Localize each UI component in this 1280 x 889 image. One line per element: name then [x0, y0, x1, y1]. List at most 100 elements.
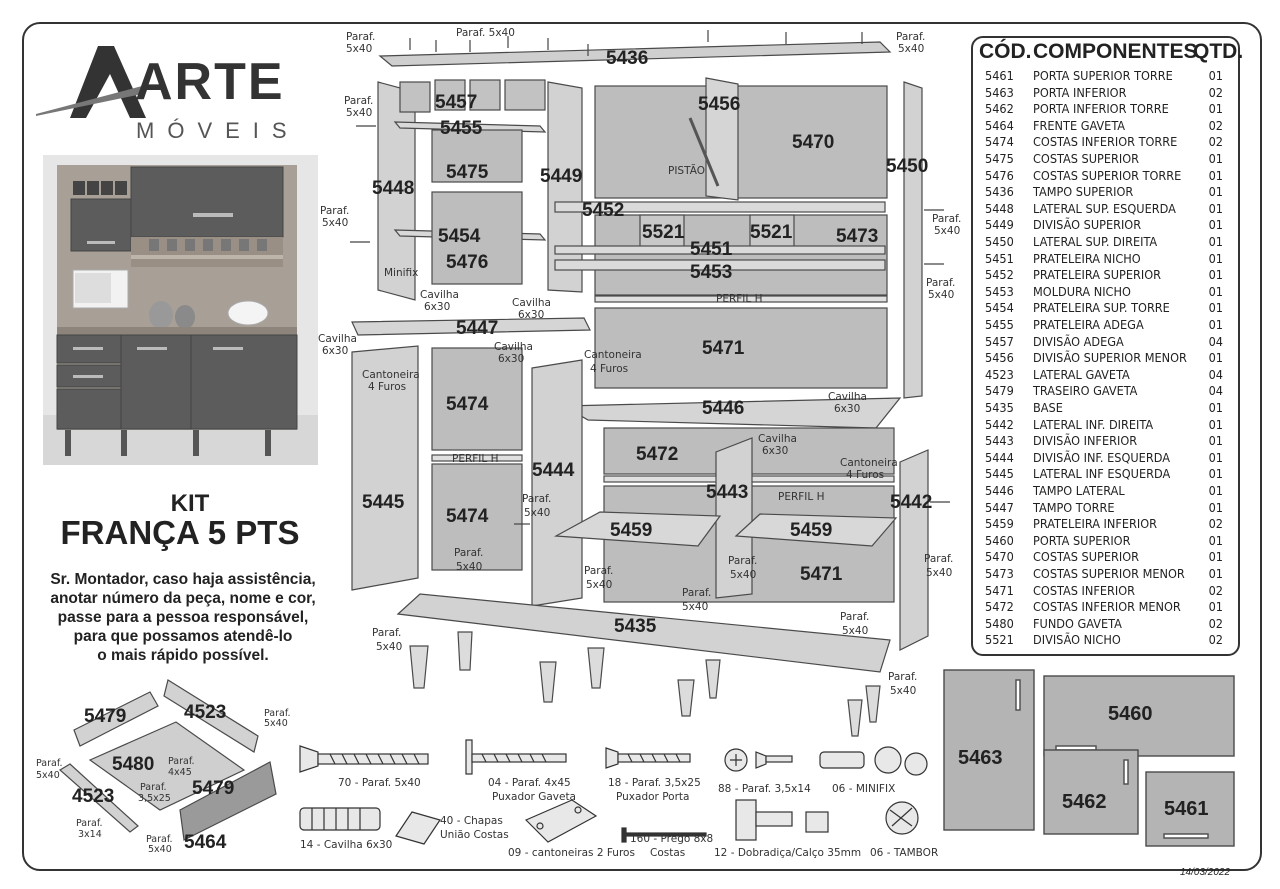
cell-name: COSTAS INFERIOR TORRE — [1033, 134, 1178, 150]
callout-text: 6x30 — [834, 403, 860, 415]
callout-text: Paraf. — [584, 565, 613, 577]
cell-qty: 01 — [1208, 483, 1223, 498]
callout-text: 5x40 — [682, 601, 708, 613]
part-label: 5446 — [702, 398, 744, 419]
note-line: para que possamos atendê-lo — [73, 628, 293, 645]
part-label: 5459 — [610, 520, 652, 541]
hardware-label: 09 - cantoneiras 2 Furos — [508, 847, 635, 859]
cell-code: 5473 — [985, 566, 1014, 581]
note-line: o mais rápido possível. — [97, 647, 269, 664]
cell-code: 5444 — [985, 449, 1014, 465]
door-5460 — [1043, 675, 1235, 757]
cell-qty: 01 — [1208, 184, 1223, 200]
document-date: 14/03/2022 — [1180, 867, 1231, 878]
callout-text: Paraf. — [372, 627, 401, 639]
part-label: 5447 — [456, 318, 498, 339]
callout-text: 6x30 — [498, 353, 524, 365]
nail-icon — [621, 827, 707, 843]
cell-qty: 01 — [1208, 599, 1223, 615]
cell-qty: 01 — [1208, 499, 1223, 515]
cell-qty: 01 — [1208, 433, 1223, 449]
part-label: 5454 — [438, 226, 481, 247]
callout-text: Cavilha — [828, 391, 867, 403]
cell-name: LATERAL INF. DIREITA — [1033, 416, 1154, 432]
cell-qty: 04 — [1208, 333, 1223, 349]
part-label: 5451 — [690, 239, 733, 260]
part-label: 5456 — [698, 94, 740, 115]
plate-icon — [395, 811, 441, 845]
cell-code: 5471 — [985, 582, 1014, 598]
callout-text: Paraf. — [840, 611, 869, 623]
part-label: 5442 — [890, 492, 932, 513]
screw-4x45-icon — [465, 739, 567, 775]
product-photo — [43, 155, 318, 465]
callout-text: Paraf. — [888, 671, 917, 683]
cell-code: 5456 — [985, 350, 1014, 366]
screw-3-5x14-icon — [724, 748, 793, 772]
cell-qty: 04 — [1208, 383, 1223, 399]
cell-code: 5442 — [985, 416, 1014, 432]
part-label: 5462 — [1062, 791, 1107, 813]
cell-code: 5460 — [985, 532, 1014, 548]
cell-name: LATERAL SUP. DIREITA — [1033, 234, 1158, 249]
callout-text: 5x40 — [928, 289, 954, 301]
cell-name: PORTA INFERIOR TORRE — [1033, 101, 1169, 117]
callout-text: Paraf. — [146, 834, 173, 845]
callout-text: Paraf. — [320, 205, 349, 217]
cell-code: 5479 — [985, 383, 1014, 399]
hardware-label: 70 - Paraf. 5x40 — [338, 777, 421, 789]
hardware-label: Puxador Gaveta — [492, 791, 576, 803]
part-label: 4523 — [184, 702, 226, 723]
cell-qty: 02 — [1208, 84, 1223, 100]
hardware-label: 12 - Dobradiça/Calço 35mm — [714, 847, 861, 859]
part-label: 5472 — [636, 444, 678, 465]
cell-code: 5455 — [985, 317, 1014, 332]
callout-text: Paraf. 5x40 — [456, 27, 515, 39]
cell-code: 5436 — [985, 184, 1014, 200]
cell-name: TAMPO LATERAL — [1033, 483, 1125, 498]
callout-text: Cantoneira — [362, 369, 420, 381]
hardware-label: 06 - MINIFIX — [832, 783, 895, 795]
callout-text: Paraf. — [346, 31, 375, 43]
hardware-label: 160 - Prego 8x8 — [630, 833, 713, 845]
callout-text: 6x30 — [322, 345, 348, 357]
cell-code: 5449 — [985, 217, 1014, 233]
cell-name: TAMPO TORRE — [1033, 499, 1115, 515]
cell-name: PRATELEIRA SUPERIOR — [1033, 267, 1162, 283]
cell-qty: 02 — [1208, 117, 1223, 133]
cell-qty: 01 — [1208, 200, 1223, 216]
cam-lock-icon — [885, 801, 919, 835]
callout-text: 6x30 — [518, 309, 544, 321]
components-table — [971, 36, 1240, 656]
cell-code: 5459 — [985, 516, 1014, 532]
part-label: 5460 — [1108, 703, 1153, 725]
part-label: 5464 — [184, 832, 227, 853]
cell-code: 5474 — [985, 134, 1014, 150]
part-label: 5445 — [362, 492, 405, 513]
callout-text: 4 Furos — [846, 469, 884, 481]
callout-text: Paraf. — [522, 493, 551, 505]
callout-text: Paraf. — [36, 758, 63, 769]
cell-name: TRASEIRO GAVETA — [1033, 383, 1138, 399]
cell-qty: 01 — [1208, 234, 1223, 249]
callout-text: Paraf. — [926, 277, 955, 289]
cell-qty: 01 — [1208, 101, 1223, 117]
cell-name: COSTAS INFERIOR MENOR — [1033, 599, 1181, 615]
part-label: 5479 — [84, 706, 126, 727]
cell-qty: 01 — [1208, 283, 1223, 299]
hardware-label: 88 - Paraf. 3,5x14 — [718, 783, 811, 795]
cell-name: PORTA INFERIOR — [1033, 84, 1127, 100]
callout-text: 5x40 — [36, 770, 60, 781]
cell-name: COSTAS SUPERIOR — [1033, 151, 1139, 166]
cell-code: 5480 — [985, 615, 1014, 631]
cell-qty: 02 — [1208, 615, 1223, 631]
